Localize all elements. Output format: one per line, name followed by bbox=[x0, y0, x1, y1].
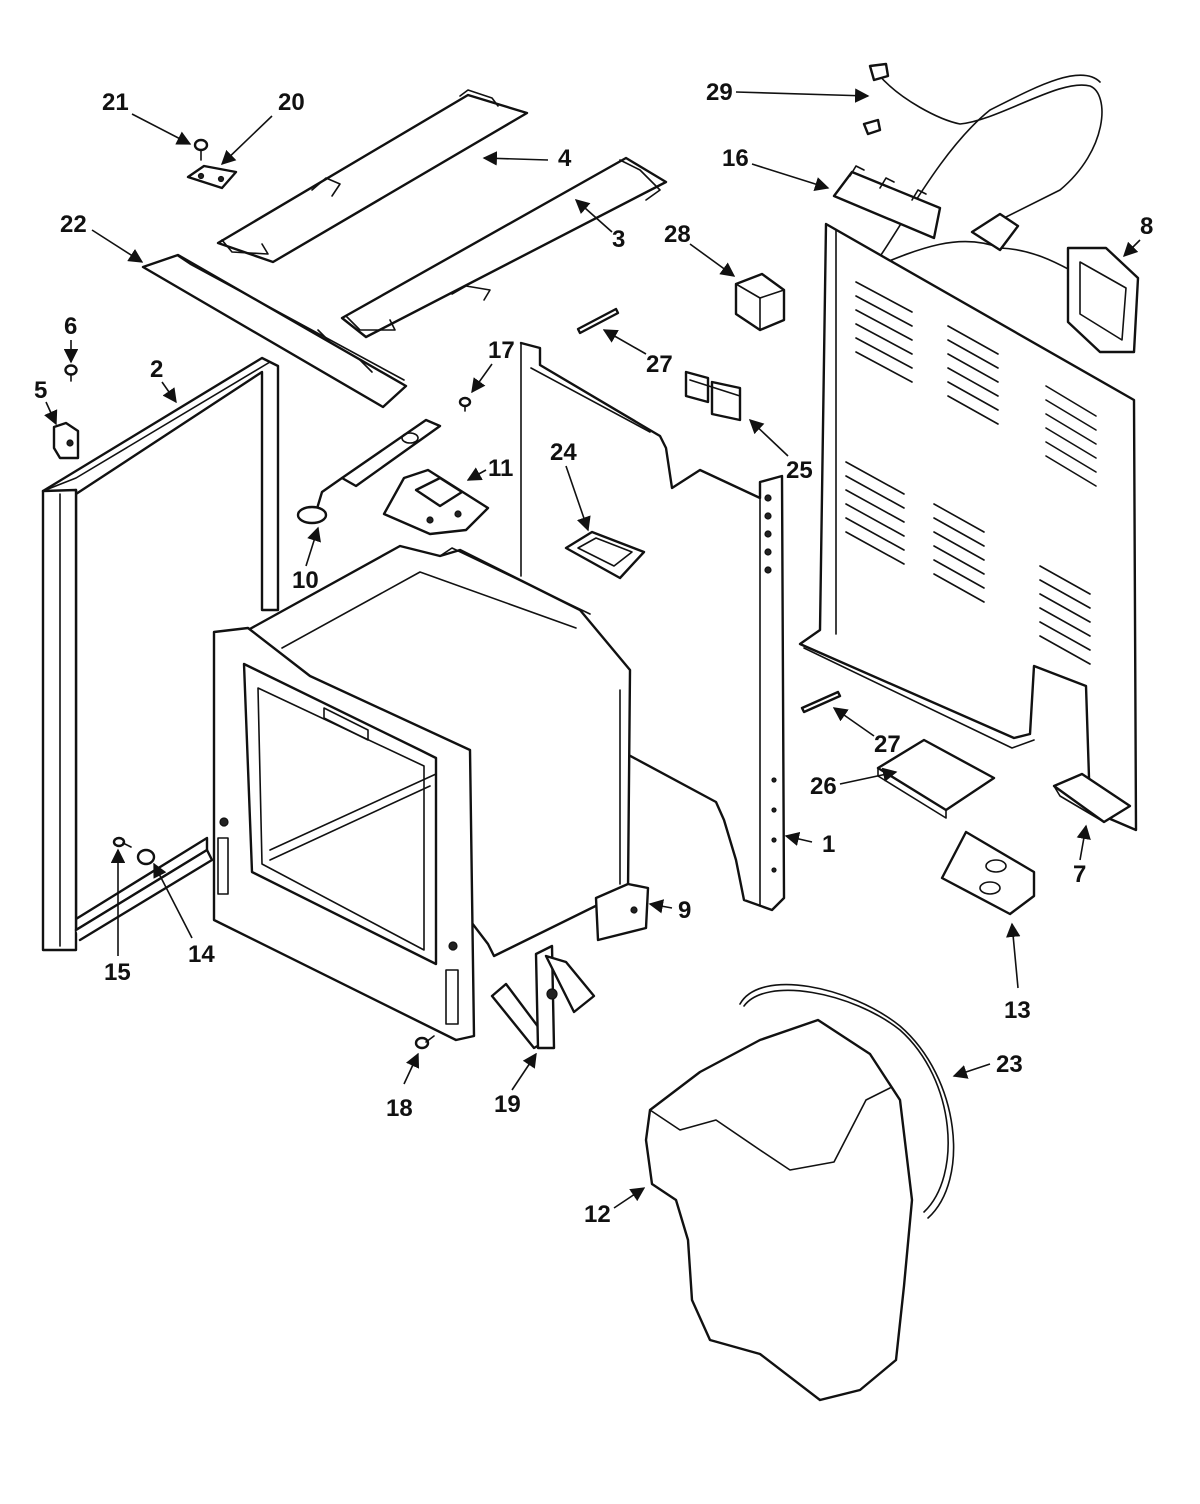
callout-24: 24 bbox=[550, 439, 577, 466]
part-power-cord bbox=[862, 62, 1103, 277]
part-shield-26 bbox=[876, 738, 996, 819]
part-plug-14 bbox=[136, 848, 156, 866]
part-screw-15 bbox=[112, 836, 132, 848]
callout-16: 16 bbox=[722, 145, 749, 172]
leader-29 bbox=[735, 88, 870, 103]
leader-11 bbox=[466, 467, 487, 481]
part-screw-6 bbox=[64, 364, 78, 382]
leader-14 bbox=[153, 862, 193, 939]
leader-18 bbox=[403, 1052, 420, 1085]
part-bracket-9 bbox=[594, 882, 650, 942]
callout-11: 11 bbox=[488, 455, 513, 482]
leader-28 bbox=[689, 243, 736, 277]
part-bracket-13 bbox=[940, 830, 1036, 916]
part-screw-21 bbox=[193, 138, 209, 161]
leader-lines bbox=[44, 88, 1141, 1209]
part-screw-17 bbox=[458, 396, 472, 412]
part-relay bbox=[734, 272, 786, 332]
leader-22 bbox=[91, 229, 144, 263]
part-pin-27-upper bbox=[576, 307, 620, 335]
leader-8 bbox=[1122, 239, 1141, 258]
leader-27-upper bbox=[602, 329, 647, 355]
leader-10 bbox=[305, 526, 321, 567]
leader-5 bbox=[44, 401, 58, 426]
callout-29: 29 bbox=[706, 79, 733, 106]
part-switch bbox=[186, 164, 238, 190]
callout-22: 22 bbox=[60, 211, 87, 238]
part-side-frame bbox=[41, 356, 280, 952]
part-door-hinge bbox=[490, 944, 596, 1050]
leader-16 bbox=[751, 163, 830, 191]
part-door-latch bbox=[382, 468, 490, 536]
callout-6: 6 bbox=[64, 313, 77, 340]
callout-4: 4 bbox=[558, 145, 572, 172]
callout-25: 25 bbox=[786, 457, 813, 484]
leader-17 bbox=[471, 363, 493, 394]
callout-9: 9 bbox=[678, 897, 691, 924]
leader-4 bbox=[482, 151, 549, 166]
callout-21: 21 bbox=[102, 89, 129, 116]
callout-2: 2 bbox=[150, 356, 163, 383]
callout-17: 17 bbox=[488, 337, 515, 364]
leader-20 bbox=[220, 115, 273, 165]
part-terminal-block bbox=[832, 165, 942, 240]
callout-10: 10 bbox=[292, 567, 319, 594]
callout-15: 15 bbox=[104, 959, 131, 986]
part-top-rail bbox=[216, 89, 529, 264]
leader-13 bbox=[1006, 922, 1021, 989]
callout-18: 18 bbox=[386, 1095, 413, 1122]
callout-28: 28 bbox=[664, 221, 691, 248]
callout-7: 7 bbox=[1073, 861, 1086, 888]
callout-labels: 1 2 3 4 5 6 7 8 9 10 11 12 13 14 15 16 1… bbox=[34, 79, 1153, 1228]
part-oven-front-frame bbox=[212, 626, 476, 1042]
leader-7 bbox=[1076, 824, 1091, 861]
part-bracket-25 bbox=[684, 370, 742, 422]
part-gasket-24 bbox=[564, 530, 646, 580]
leader-19 bbox=[511, 1052, 537, 1091]
leader-3 bbox=[574, 199, 613, 233]
leader-26 bbox=[839, 767, 898, 785]
leader-27-lower bbox=[832, 707, 875, 737]
leader-9 bbox=[648, 899, 673, 914]
callout-12: 12 bbox=[584, 1201, 611, 1228]
part-door-seal bbox=[739, 983, 955, 1219]
callout-19: 19 bbox=[494, 1091, 521, 1118]
leader-23 bbox=[952, 1063, 991, 1079]
part-rear-panel bbox=[798, 222, 1138, 832]
callout-8: 8 bbox=[1140, 213, 1153, 240]
leader-24 bbox=[565, 465, 591, 532]
part-pin-27-lower bbox=[800, 690, 842, 714]
callout-23: 23 bbox=[996, 1051, 1023, 1078]
part-rear-panel-vents bbox=[845, 281, 1097, 665]
leader-25 bbox=[748, 419, 789, 457]
callout-3: 3 bbox=[612, 226, 625, 253]
part-insulation bbox=[644, 1018, 914, 1402]
leader-12 bbox=[613, 1187, 646, 1209]
callout-14: 14 bbox=[188, 941, 215, 968]
part-vent-frame bbox=[1066, 246, 1140, 354]
part-side-panel bbox=[519, 341, 786, 912]
part-top-rail-left bbox=[141, 253, 408, 409]
leader-2 bbox=[161, 381, 177, 404]
callout-20: 20 bbox=[278, 89, 305, 116]
leader-21 bbox=[131, 113, 192, 145]
leader-1 bbox=[784, 831, 813, 846]
part-screw-18 bbox=[414, 1035, 435, 1050]
callout-5: 5 bbox=[34, 377, 47, 404]
callout-1: 1 bbox=[822, 831, 835, 858]
part-sensor-bracket bbox=[296, 418, 442, 525]
callout-13: 13 bbox=[1004, 997, 1031, 1024]
callout-27-upper: 27 bbox=[646, 351, 673, 378]
part-clip-5 bbox=[52, 421, 80, 460]
callout-26: 26 bbox=[810, 773, 837, 800]
callout-27-lower: 27 bbox=[874, 731, 901, 758]
part-bracket-7 bbox=[1052, 772, 1132, 824]
